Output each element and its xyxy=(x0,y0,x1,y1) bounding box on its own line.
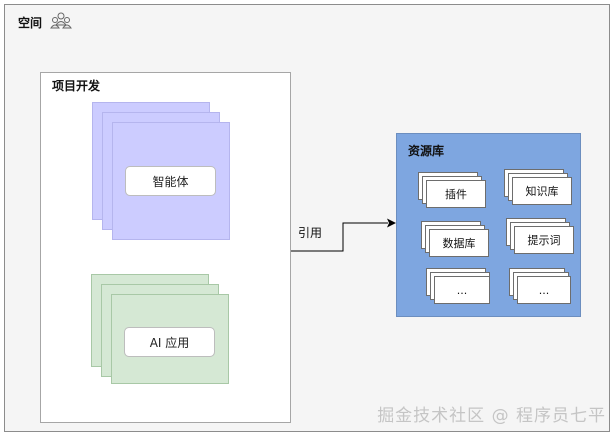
agent-node[interactable]: 智能体 xyxy=(125,166,216,196)
project-title: 项目开发 xyxy=(52,79,101,93)
users-icon xyxy=(50,12,72,29)
space-title: 空间 xyxy=(18,16,43,30)
watermark: 掘金技术社区 @ 程序员七平 xyxy=(377,406,606,426)
more-card-2[interactable]: ... xyxy=(517,276,571,304)
knowledge-base-card[interactable]: 知识库 xyxy=(512,177,572,205)
more-card-1[interactable]: ... xyxy=(434,276,490,304)
plugin-card[interactable]: 插件 xyxy=(426,180,486,208)
reference-label: 引用 xyxy=(298,226,323,240)
ai-app-node[interactable]: AI 应用 xyxy=(124,327,215,357)
prompt-card[interactable]: 提示词 xyxy=(514,226,574,254)
database-card[interactable]: 数据库 xyxy=(429,229,489,257)
resource-library-title: 资源库 xyxy=(408,144,445,158)
